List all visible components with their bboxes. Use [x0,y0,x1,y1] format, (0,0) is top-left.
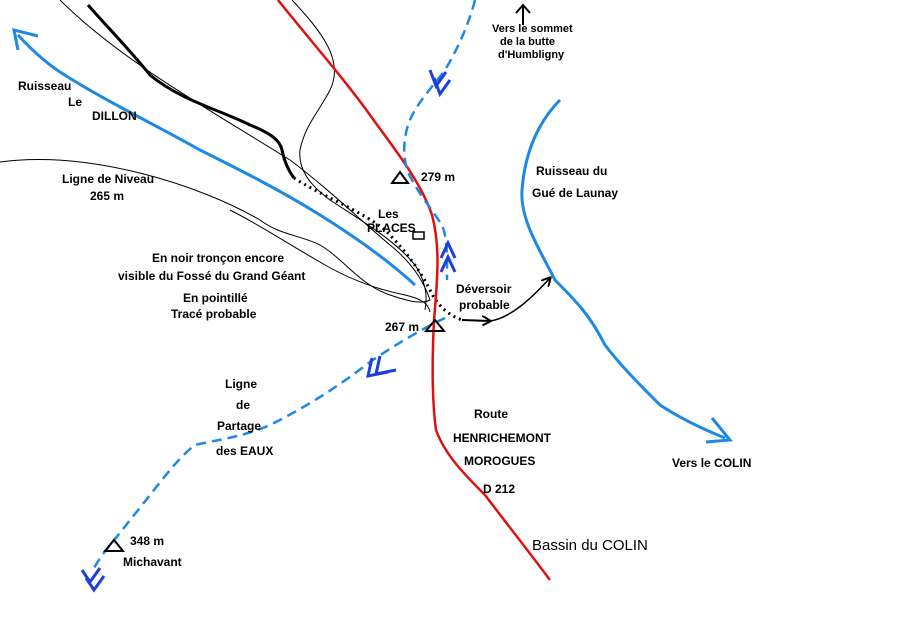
contour-line-outer [0,0,431,303]
fosse-probable-section [293,176,463,322]
summit-348-icon [102,538,126,552]
label-pointille: En pointillé [183,291,248,305]
sommet-arrow-icon [515,3,531,25]
label-gue-2: Gué de Launay [532,186,618,200]
label-279m: 279 m [421,170,455,184]
label-bassin-colin: Bassin du COLIN [532,537,648,554]
deversoir-connector [489,278,550,322]
label-places: PLACES [367,221,416,235]
label-partage: Partage [217,419,261,433]
route-d212 [277,0,551,581]
contour-line-lower [229,209,431,313]
humbligny-arrow-icon [428,69,452,98]
ruisseau-dillon [16,33,417,287]
label-ligne-niveau: Ligne de Niveau [62,172,154,186]
ruisseau-gue-launay [520,98,726,440]
label-vers-colin: Vers le COLIN [672,456,751,470]
label-troncon-2: visible du Fossé du Grand Géant [118,269,305,283]
label-partage-ligne: Ligne [225,377,257,391]
label-348m: 348 m [130,534,164,548]
stream-humbligny [403,0,477,281]
label-route: Route [474,407,508,421]
places-arrow-icon [439,239,457,273]
label-sommet-2: de la butte [500,36,555,48]
colin-arrowhead [705,417,733,444]
michavant-arrow-icon [80,567,106,593]
label-sommet-1: Vers le sommet [492,23,573,35]
label-probable: probable [459,298,510,312]
label-michavant: Michavant [123,555,182,569]
label-des-eaux: des EAUX [216,444,273,458]
dillon-arrowhead [12,27,39,51]
deversoir-arrow [461,320,490,321]
label-dillon: DILLON [92,109,137,123]
label-trace-probable: Tracé probable [171,307,257,321]
summit-267-icon [423,318,447,332]
label-ruisseau: Ruisseau [18,79,71,93]
label-les: Les [378,207,399,221]
label-d212: D 212 [483,482,515,496]
partage-arrow-icon [366,355,397,378]
contour-line-inner [291,0,427,311]
label-henrichemont: HENRICHEMONT [453,431,552,445]
label-265m: 265 m [90,189,124,203]
label-267m: 267 m [385,320,419,334]
label-le: Le [68,95,82,109]
label-gue-1: Ruisseau du [536,164,607,178]
label-troncon-1: En noir tronçon encore [152,251,284,265]
label-morogues: MOROGUES [464,454,535,468]
les-places-building-icon [412,231,425,240]
fosse-visible-section [86,4,296,179]
label-sommet-3: d'Humbligny [498,49,565,61]
label-partage-de: de [236,398,250,412]
label-deversoir: Déversoir [456,282,512,296]
ligne-partage-eaux [90,316,446,573]
summit-279-icon [390,170,410,184]
